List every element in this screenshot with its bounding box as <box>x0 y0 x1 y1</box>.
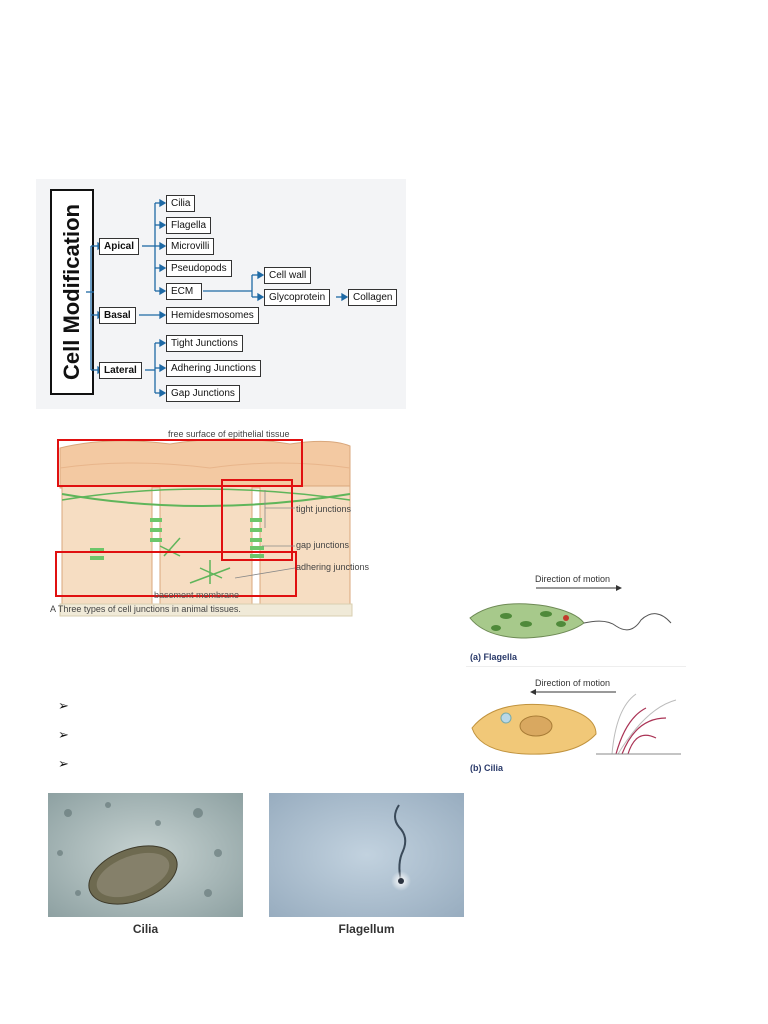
label-adhering-junctions: adhering junctions <box>296 562 370 572</box>
cilia-box: Cilia <box>166 195 196 212</box>
junction-figure-caption: A Three types of cell junctions in anima… <box>50 604 241 614</box>
label-basement-membrane: basement membrane <box>154 590 240 600</box>
label-free-surface: free surface of epithelial tissue <box>168 429 290 439</box>
pseudopods-box: Pseudopods <box>166 260 232 277</box>
gap-junctions-box: Gap Junctions <box>166 385 240 402</box>
motion-illustration <box>466 585 686 755</box>
direction-label-cilia: Direction of motion <box>535 678 611 688</box>
microvilli-box: Microvilli <box>166 238 215 255</box>
cilia-caption: Cilia <box>132 922 159 936</box>
caption-flagella: (a) Flagella <box>470 652 518 662</box>
tight-junctions-box: Tight Junctions <box>166 335 243 352</box>
glycoprotein-box: Glycoprotein <box>264 289 331 306</box>
basal-box: Basal <box>99 307 136 324</box>
flagellum-caption: Flagellum <box>338 922 395 936</box>
caption-cilia: (b) Cilia <box>470 763 503 773</box>
lateral-box: Lateral <box>99 362 142 379</box>
label-gap-junctions: gap junctions <box>296 540 350 550</box>
cilia-micrograph <box>48 793 243 917</box>
adhering-junctions-box: Adhering Junctions <box>166 360 262 377</box>
cell-modification-concept-map: Cell Modification <box>36 179 406 409</box>
bullet-arrow-icon: ➢ <box>58 756 69 771</box>
flagellum-micrograph <box>269 793 464 917</box>
direction-label-flagella: Direction of motion <box>535 574 611 584</box>
epithelial-tissue-illustration <box>55 438 353 617</box>
apical-box: Apical <box>99 238 140 255</box>
cell-wall-box: Cell wall <box>264 267 312 284</box>
bullet-arrow-icon: ➢ <box>58 727 69 742</box>
bullet-arrow-icon: ➢ <box>58 698 69 713</box>
motion-figure: Direction of motion (a) Flagella Directi… <box>466 568 686 778</box>
label-tight-junctions: tight junctions <box>296 504 352 514</box>
ecm-box: ECM <box>166 283 202 300</box>
collagen-box: Collagen <box>348 289 398 306</box>
flagella-box: Flagella <box>166 217 212 234</box>
cell-junction-figure: free surface of epithelial tissue tight … <box>50 428 410 626</box>
hemidesmosomes-box: Hemidesmosomes <box>166 307 259 324</box>
